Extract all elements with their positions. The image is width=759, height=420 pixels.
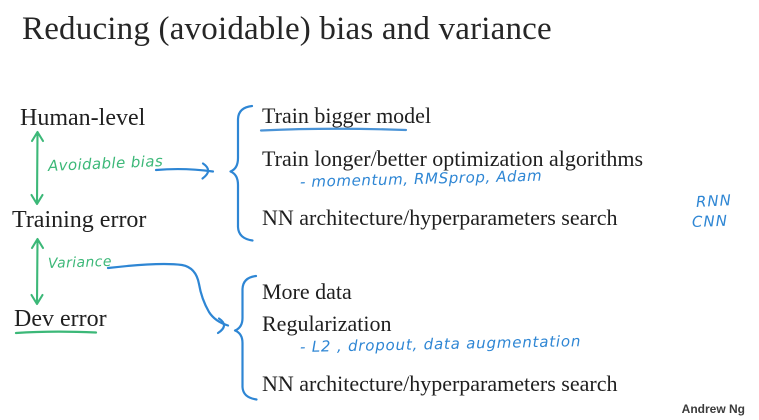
label-training-error: Training error xyxy=(12,207,147,233)
label-dev-error: Dev error xyxy=(14,306,107,332)
variance-remedy-nn-architecture-search: NN architecture/hyperparameters search xyxy=(262,371,618,396)
variance-arrow xyxy=(30,237,45,306)
bias-brace xyxy=(229,104,254,242)
label-human-level: Human-level xyxy=(20,105,146,131)
watermark-andrew-ng: Andrew Ng xyxy=(681,402,745,416)
bias-remedy-train-longer: Train longer/better optimization algorit… xyxy=(262,146,644,171)
bias-remedy-train-bigger-model: Train bigger model xyxy=(262,103,432,128)
bias-to-brace-arrow xyxy=(154,162,215,180)
annotation-rnn: RNN xyxy=(695,191,733,211)
train-bigger-model-underline xyxy=(259,127,408,132)
annotation-avoidable-bias: Avoidable bias xyxy=(47,151,164,175)
annotation-cnn: CNN xyxy=(691,211,729,231)
avoidable-bias-arrow xyxy=(30,130,45,206)
variance-to-brace-arrow xyxy=(106,262,230,335)
variance-brace xyxy=(233,274,258,401)
variance-remedy-more-data: More data xyxy=(262,279,352,304)
variance-remedy-regularization: Regularization xyxy=(262,311,392,336)
page-title: Reducing (avoidable) bias and variance xyxy=(22,11,552,47)
bias-remedy-nn-architecture-search: NN architecture/hyperparameters search xyxy=(262,205,618,230)
annotation-variance: Variance xyxy=(47,253,113,272)
